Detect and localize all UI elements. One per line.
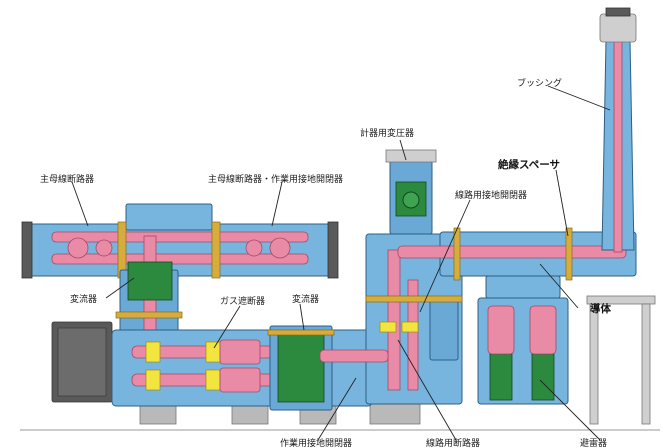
surge-arrester: [477, 297, 569, 405]
label-work-earthing-switch: 作業用接地開閉器: [280, 437, 352, 448]
label-gas-circuit-breaker: ガス遮断器: [220, 295, 265, 307]
control-cabinet: [51, 321, 113, 403]
label-insulating-spacer: 絶縁スペーサ: [498, 158, 560, 171]
right-horizontal-duct: [397, 227, 637, 299]
label-surge-arrester: 避雷器: [580, 437, 607, 448]
label-conductor: 導体: [590, 302, 611, 315]
gcb-enclosure: [111, 329, 373, 407]
support-frames: [20, 295, 660, 431]
bushing: [599, 7, 637, 253]
main-bus-enclosure: [21, 203, 339, 279]
ct-right-block: [267, 325, 335, 411]
label-main-bus-disconnector: 主母線断路器: [40, 173, 94, 185]
label-line-disconnector: 線路用断路器: [426, 437, 480, 448]
label-current-transformer-left: 変流器: [70, 293, 97, 305]
label-line-earthing-switch: 線路用接地開閉器: [455, 189, 527, 201]
center-tower: [319, 233, 463, 405]
label-current-transformer-right: 変流器: [292, 293, 319, 305]
leader-lines: [71, 85, 611, 441]
voltage-transformer: [385, 149, 437, 235]
label-main-bus-disconnector-earthing-switch: 主母線断路器・作業用接地開閉器: [208, 173, 343, 185]
label-bushing: ブッシング: [517, 77, 562, 89]
label-voltage-transformer: 計器用変圧器: [360, 127, 414, 139]
